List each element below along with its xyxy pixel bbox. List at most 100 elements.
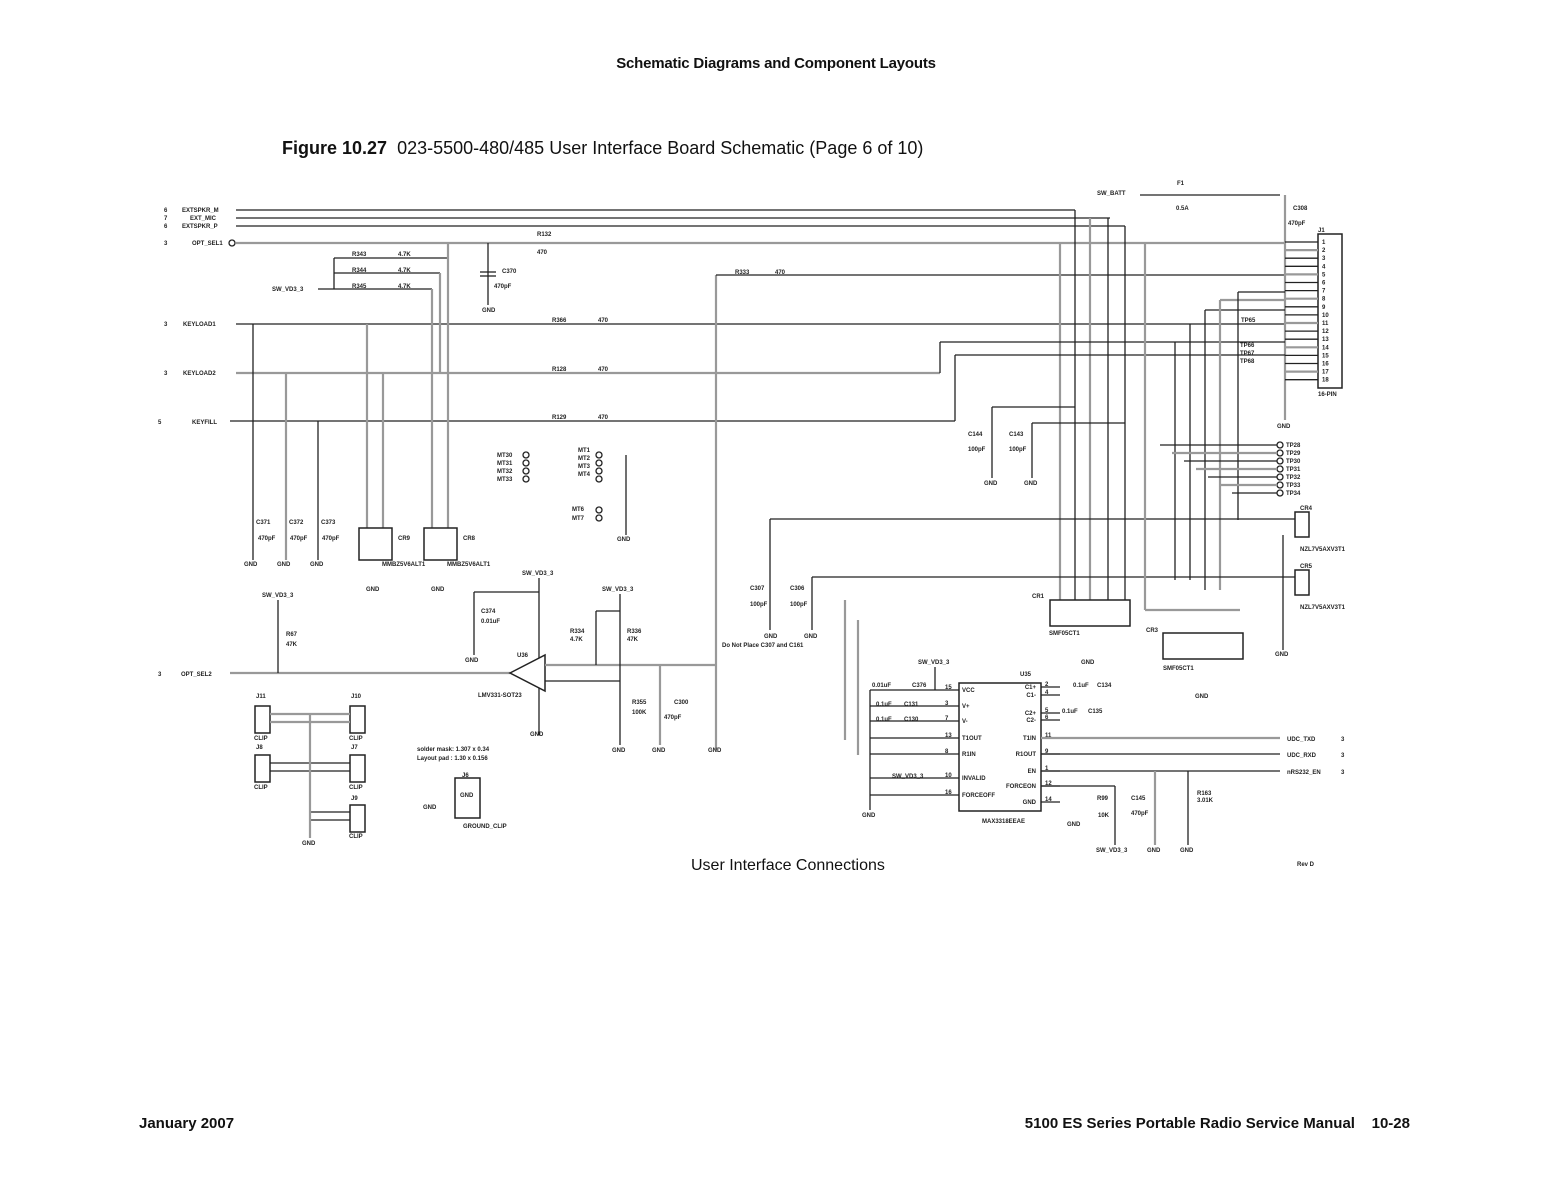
svg-text:GND: GND xyxy=(708,748,722,754)
svg-text:CR4: CR4 xyxy=(1300,506,1313,512)
svg-text:MT2: MT2 xyxy=(578,456,591,462)
svg-text:MT1: MT1 xyxy=(578,448,591,454)
svg-text:C134: C134 xyxy=(1097,683,1112,689)
u35-pin-number: 10 xyxy=(945,773,952,779)
svg-text:R163: R163 xyxy=(1197,791,1212,797)
u35-pin-number: 4 xyxy=(1045,690,1049,696)
u35-pin-name: INVALID xyxy=(962,776,986,782)
test-point-icon xyxy=(1276,489,1284,497)
port-extspkr-p: 6 EXTSPKR_P xyxy=(164,224,1125,230)
footer-date: January 2007 xyxy=(139,1115,235,1132)
svg-text:470pF: 470pF xyxy=(494,284,512,290)
svg-text:MT31: MT31 xyxy=(497,461,513,467)
svg-text:GND: GND xyxy=(1275,652,1289,658)
u35-pin-number: 6 xyxy=(1045,715,1049,721)
svg-text:100pF: 100pF xyxy=(1009,447,1027,453)
u35-pin-number: 5 xyxy=(1045,708,1049,714)
svg-text:J7: J7 xyxy=(351,745,358,751)
section-title: User Interface Connections xyxy=(691,857,885,874)
mounting-points-mt1-4: MT1 MT2 MT3 MT4 MT6 MT7 GND xyxy=(572,448,631,543)
svg-text:GND: GND xyxy=(1147,848,1161,854)
svg-text:0.1uF: 0.1uF xyxy=(876,717,892,723)
u35-pin-number: 3 xyxy=(945,701,949,707)
svg-text:OPT_SEL2: OPT_SEL2 xyxy=(181,672,212,678)
svg-text:MAX3318EEAE: MAX3318EEAE xyxy=(982,819,1025,825)
svg-text:3: 3 xyxy=(1341,737,1345,743)
svg-text:MT4: MT4 xyxy=(578,472,591,478)
diode-cr8: CR8 MMBZ5V6ALT1 GND xyxy=(423,527,491,593)
svg-text:GND: GND xyxy=(804,634,818,640)
svg-text:EXTSPKR_M: EXTSPKR_M xyxy=(182,208,219,214)
svg-text:6: 6 xyxy=(164,208,168,214)
svg-text:CLIP: CLIP xyxy=(349,736,363,742)
svg-text:C308: C308 xyxy=(1293,206,1308,212)
svg-text:C306: C306 xyxy=(790,586,805,592)
u35-pin-number: 9 xyxy=(1045,749,1049,755)
svg-text:C145: C145 xyxy=(1131,796,1146,802)
svg-text:GND: GND xyxy=(1195,694,1209,700)
svg-text:470pF: 470pF xyxy=(290,536,308,542)
u35-pin-name: R1IN xyxy=(962,752,976,758)
svg-text:SMF05CT1: SMF05CT1 xyxy=(1049,631,1080,637)
u35-pin-number: 11 xyxy=(1045,733,1052,739)
svg-text:GND: GND xyxy=(1081,660,1095,666)
svg-text:GND: GND xyxy=(460,793,474,799)
u35-pin-name: C1- xyxy=(1026,693,1036,699)
svg-text:GND: GND xyxy=(244,562,258,568)
figure-number: Figure 10.27 xyxy=(282,138,388,158)
svg-text:SW_VD3_3: SW_VD3_3 xyxy=(892,774,924,780)
svg-text:UDC_TXD: UDC_TXD xyxy=(1287,737,1316,743)
svg-text:GND: GND xyxy=(423,805,437,811)
svg-text:TP67: TP67 xyxy=(1240,351,1255,357)
svg-text:470: 470 xyxy=(598,415,609,421)
svg-text:EXTSPKR_P: EXTSPKR_P xyxy=(182,224,218,230)
j1-pin-label: 7 xyxy=(1322,289,1326,295)
u35-pin-number: 2 xyxy=(1045,682,1049,688)
svg-text:C131: C131 xyxy=(904,702,919,708)
test-point-icon xyxy=(1276,449,1284,457)
resistor-r333: R333 470 xyxy=(714,270,1285,750)
svg-text:GND: GND xyxy=(530,732,544,738)
svg-text:KEYLOAD1: KEYLOAD1 xyxy=(183,322,216,328)
svg-text:CLIP: CLIP xyxy=(349,834,363,840)
svg-text:4.7K: 4.7K xyxy=(398,252,411,258)
svg-text:100pF: 100pF xyxy=(968,447,986,453)
u35-pin-name: R1OUT xyxy=(1016,752,1037,758)
u35-pin-number: 7 xyxy=(945,716,949,722)
svg-text:MMBZ5V6ALT1: MMBZ5V6ALT1 xyxy=(382,562,426,568)
svg-text:7: 7 xyxy=(164,216,168,222)
svg-text:GND: GND xyxy=(612,748,626,754)
svg-text:470pF: 470pF xyxy=(322,536,340,542)
test-point-icon xyxy=(1276,457,1284,465)
u35-pin-name: C2- xyxy=(1026,718,1036,724)
test-point-icon xyxy=(1276,465,1284,473)
svg-text:GND: GND xyxy=(1024,481,1038,487)
svg-text:GND: GND xyxy=(1180,848,1194,854)
u35-pin-number: 14 xyxy=(1045,797,1052,803)
j1-pin-label: 18 xyxy=(1322,378,1329,384)
j1-pin-label: 1 xyxy=(1322,240,1326,246)
capacitor-c308: C308 470pF GND xyxy=(1277,195,1308,430)
fuse-f1: SW_BATT F1 0.5A xyxy=(1097,181,1280,212)
j1-pin-label: 16 xyxy=(1322,362,1329,368)
port-extspkr-m: 6 EXTSPKR_M xyxy=(164,208,1075,214)
svg-text:R366: R366 xyxy=(552,318,567,324)
svg-text:GND: GND xyxy=(617,537,631,543)
svg-text:470pF: 470pF xyxy=(258,536,276,542)
j1-pin-label: 5 xyxy=(1322,272,1326,278)
u35-pin-name: FORCEON xyxy=(1006,784,1036,790)
svg-text:R343: R343 xyxy=(352,252,367,258)
svg-text:C135: C135 xyxy=(1088,709,1103,715)
svg-text:MT7: MT7 xyxy=(572,516,585,522)
svg-text:SMF05CT1: SMF05CT1 xyxy=(1163,666,1194,672)
svg-text:GND: GND xyxy=(431,587,445,593)
svg-text:SW_BATT: SW_BATT xyxy=(1097,191,1126,197)
svg-text:3: 3 xyxy=(1341,753,1345,759)
svg-text:KEYLOAD2: KEYLOAD2 xyxy=(183,371,216,377)
